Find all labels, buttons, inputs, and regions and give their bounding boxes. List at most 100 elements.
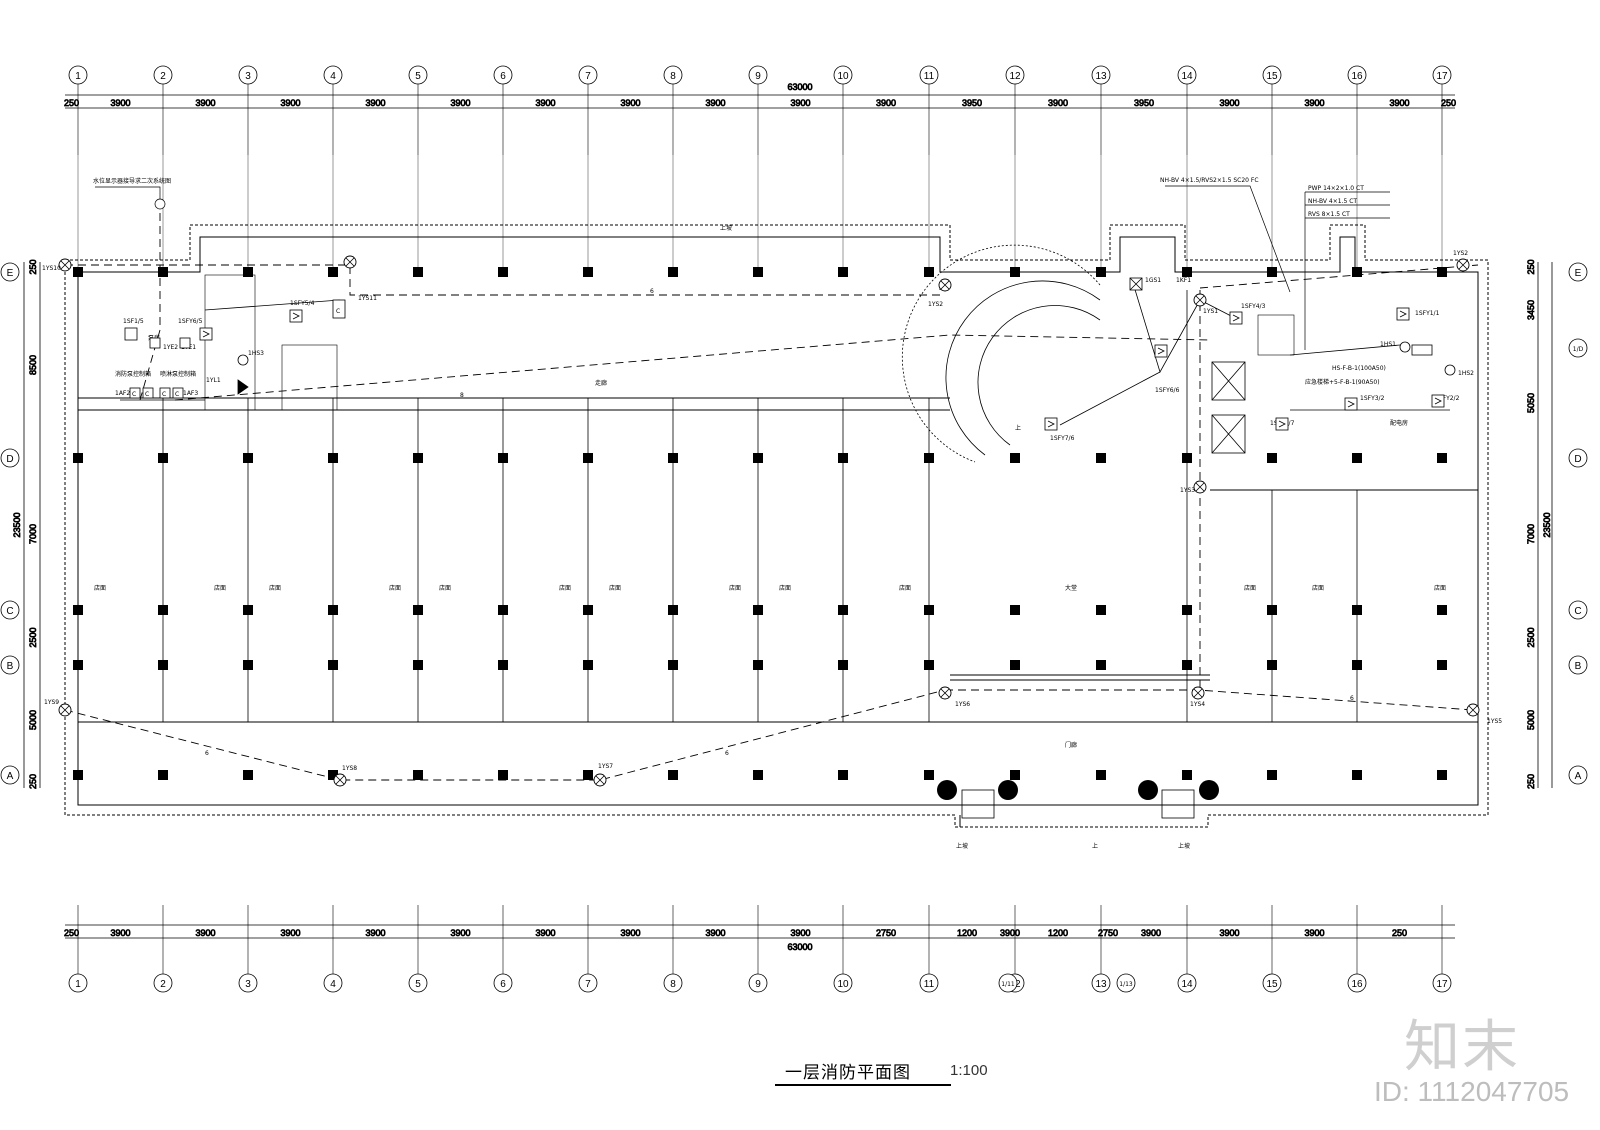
room-shop: 店面 [609, 584, 621, 592]
smoke-detector-mark [940, 688, 950, 698]
entrance-pillars [937, 780, 1219, 800]
column [1352, 267, 1362, 277]
room-shop: 店面 [214, 584, 226, 592]
spiral-stair [901, 244, 1101, 463]
dev-1af3: 1AF3 [183, 390, 198, 397]
column [1437, 605, 1447, 615]
bottom-dim-text: 3900 [365, 928, 385, 938]
dev-1ys2a: 1YS2 [928, 301, 943, 308]
smoke-detector-mark [1458, 260, 1468, 270]
drawing-scale: 1:100 [950, 1062, 988, 1079]
room-shop: 店面 [899, 584, 911, 592]
column [1437, 770, 1447, 780]
column [1096, 660, 1106, 670]
column [1437, 453, 1447, 463]
axis-label-bottom: 11 [924, 979, 935, 990]
column [498, 267, 508, 277]
wire-num-6c: 6 [725, 750, 729, 757]
shop-labels: 店面店面店面店面店面店面店面店面店面店面店面店面店面 [94, 584, 1446, 592]
top-dim-text: 3950 [1134, 98, 1154, 108]
dev-1ys3: 1YS3 [1180, 487, 1195, 494]
signal-wiring [120, 282, 1450, 426]
row-bubble-left [0, 765, 20, 785]
axis-label-extra: 1/11 [1001, 981, 1015, 988]
dev-c-2: C [145, 391, 149, 398]
axis-label-top: 15 [1266, 71, 1278, 82]
column [1096, 453, 1106, 463]
axis-label-bottom: 13 [1095, 979, 1107, 990]
label-up-4: 上 [1092, 842, 1098, 850]
label-up-3: 上坡 [956, 842, 968, 850]
axis-label-bottom: 4 [330, 979, 336, 990]
axis-label-top: 1 [75, 71, 81, 82]
axis-label-top: 5 [415, 71, 421, 82]
top-dim-text: 250 [1441, 98, 1456, 108]
axis-label-top: 4 [330, 71, 336, 82]
column [583, 770, 593, 780]
structural-columns [73, 267, 1447, 780]
smoke-detector-mark [335, 775, 345, 785]
column [1352, 453, 1362, 463]
axis-label-top: 2 [160, 71, 166, 82]
column [73, 453, 83, 463]
column [668, 770, 678, 780]
row-label-right: A [1575, 771, 1582, 782]
dev-1hs1: 1HS1 [1380, 341, 1396, 348]
axis-label-top: 10 [837, 71, 849, 82]
left-dim-text: 5000 [28, 710, 38, 730]
row-bubble-left [0, 262, 20, 282]
column [1010, 605, 1020, 615]
dev-1ys10: 1YS10 [42, 265, 61, 272]
cable-note-2: PWP 14×2×1.0 CT [1308, 185, 1364, 192]
room-gate: 门廊 [1065, 741, 1077, 749]
room-shop: 店面 [269, 584, 281, 592]
smoke-detector-mark [1193, 688, 1203, 698]
right-dim-text: 5050 [1526, 393, 1536, 413]
dev-1gs1: 1GS1 [1145, 277, 1161, 284]
ctrl-box-1: 消防泵控制箱 [115, 370, 151, 378]
dev-1sfy43: 1SFY4/3 [1241, 303, 1266, 310]
bottom-dim-text: 3900 [1000, 928, 1020, 938]
column [753, 267, 763, 277]
bottom-dim-text: 2750 [1098, 928, 1118, 938]
dev-1hs3: 1HS3 [248, 350, 264, 357]
right-dim-text: 5000 [1526, 710, 1536, 730]
dev-1ys6: 1YS6 [955, 701, 970, 708]
dev-1ys4: 1YS4 [1190, 701, 1205, 708]
right-dim-text: 2500 [1526, 627, 1536, 647]
wire-num-6a: 6 [650, 288, 654, 295]
row-bubble-extra [1568, 338, 1588, 358]
room-shop: 店面 [559, 584, 571, 592]
elevators [1211, 361, 1246, 454]
bottom-dim-text: 3900 [110, 928, 130, 938]
row-label-right: E [1575, 268, 1582, 279]
right-total-dim: 23500 [1542, 512, 1552, 537]
wire-num-6b: 6 [205, 750, 209, 757]
wire-num-8: 8 [460, 392, 464, 399]
smoke-detector-mark [60, 705, 70, 715]
bottom-dim-text: 250 [64, 928, 79, 938]
column [328, 267, 338, 277]
room-power: 配电房 [1390, 419, 1408, 427]
dev-1af2: 1AF2 [115, 390, 130, 397]
axis-label-bottom: 10 [837, 979, 849, 990]
bottom-dim-text: 3900 [1219, 928, 1239, 938]
top-dim-text: 3900 [365, 98, 385, 108]
axis-label-top: 17 [1436, 71, 1448, 82]
right-dim-text: 250 [1526, 259, 1536, 274]
column [413, 267, 423, 277]
column [1010, 770, 1020, 780]
dev-1sfy66: 1SFY6/6 [1155, 387, 1180, 394]
row-bubble-right [1568, 655, 1588, 675]
dev-1ys2b: 1YS2 [1453, 250, 1468, 257]
row-bubble-right [1568, 765, 1588, 785]
bottom-total-dim: 63000 [787, 942, 812, 952]
axis-bubbles: 1122334455667788991010111112121313141415… [0, 65, 1588, 993]
top-dim-text: 3900 [620, 98, 640, 108]
axis-label-bottom: 7 [585, 979, 591, 990]
column [1437, 267, 1447, 277]
room-corridor: 走廊 [595, 379, 607, 387]
column [1267, 267, 1277, 277]
label-up-2: 上 [1015, 424, 1021, 432]
